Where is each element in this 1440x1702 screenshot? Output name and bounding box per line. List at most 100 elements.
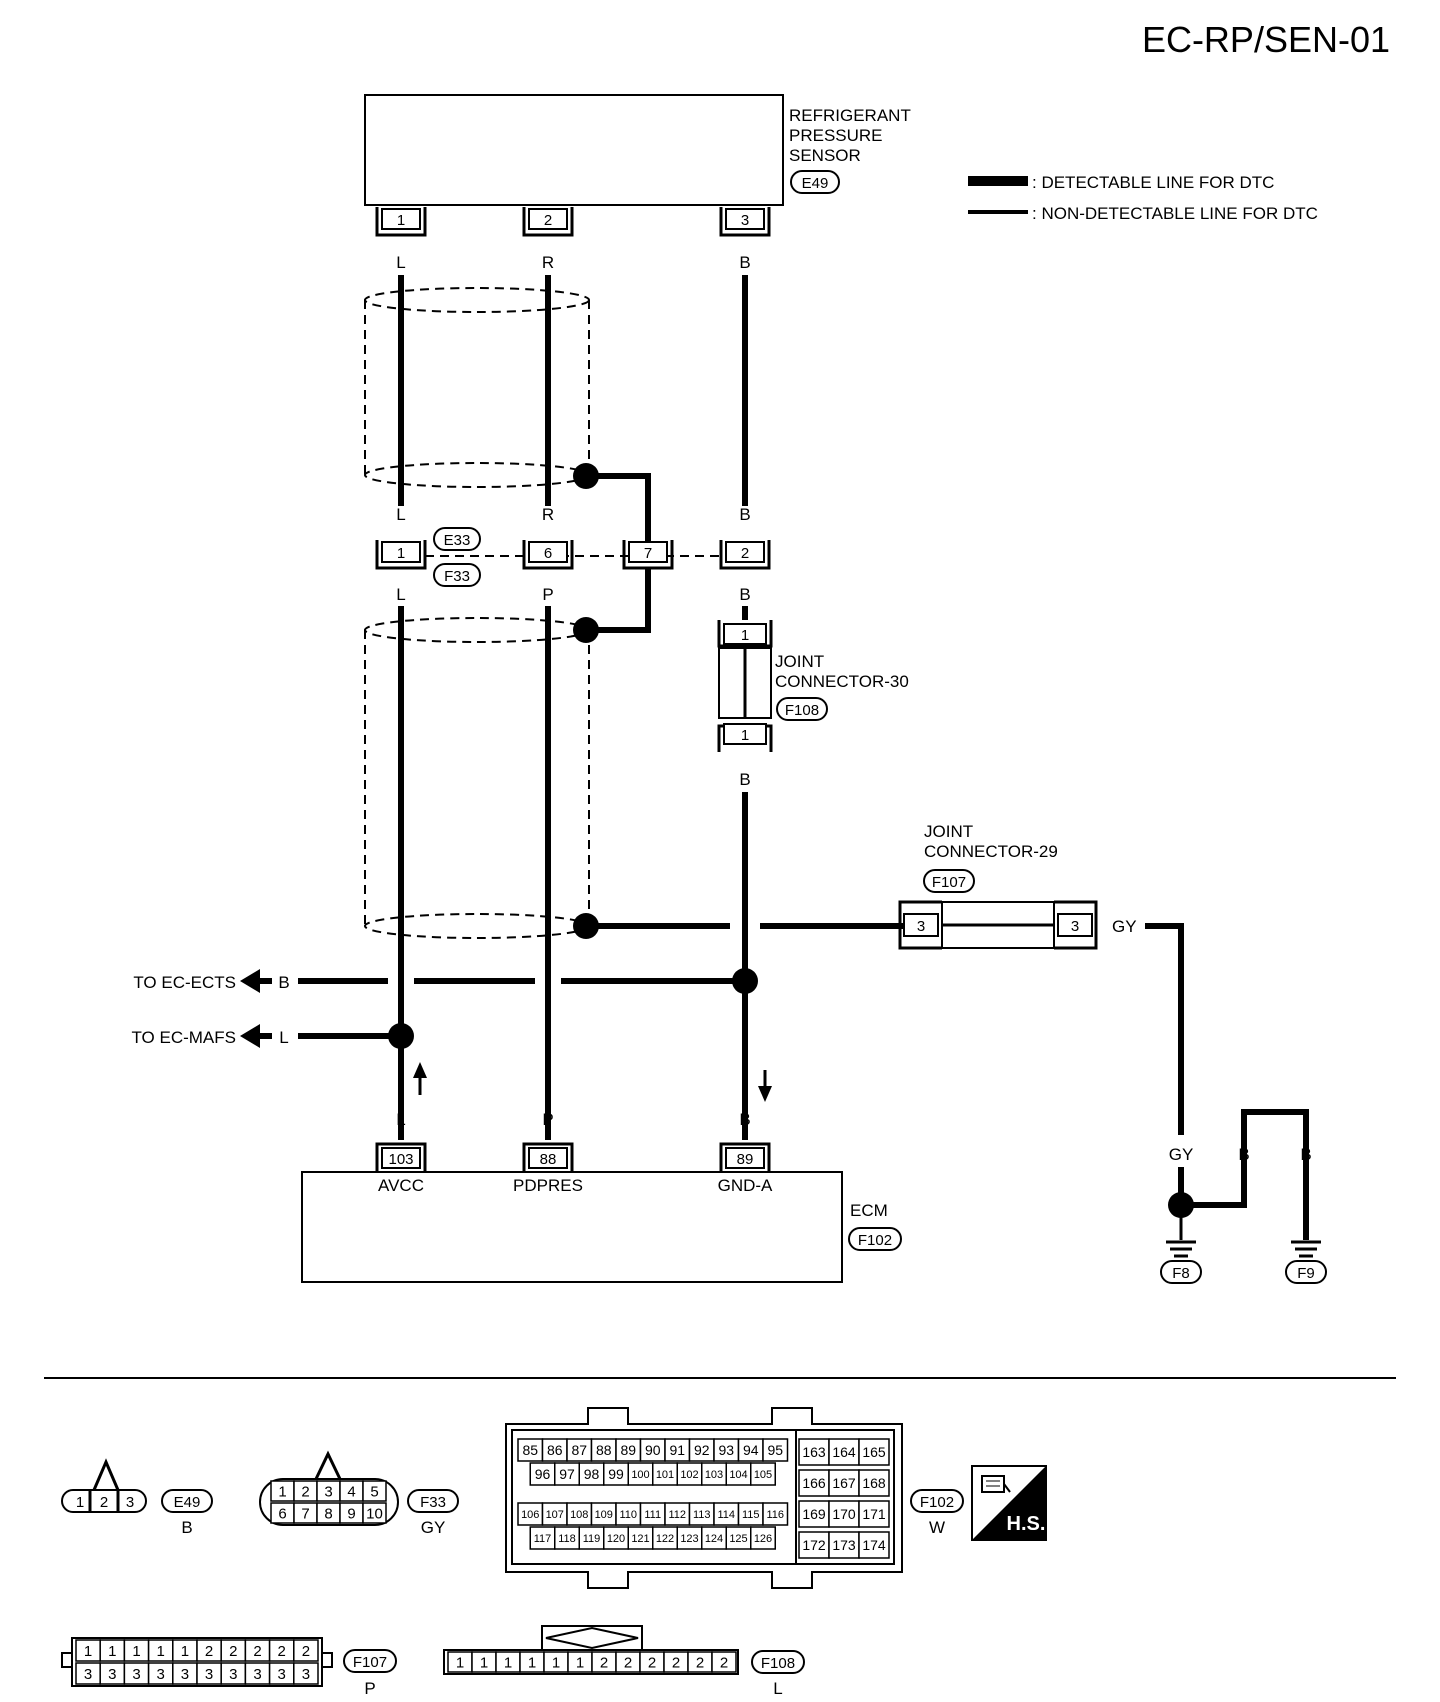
sensor-name-1: REFRIGERANT <box>789 106 911 125</box>
pin-cell: 90 <box>645 1442 661 1458</box>
pin-cell: 3 <box>205 1666 213 1683</box>
pin-cell: 87 <box>571 1442 587 1458</box>
pin-cell: 111 <box>644 1509 661 1521</box>
f107-view-id: F107 <box>353 1654 387 1671</box>
pin-cell: 170 <box>832 1506 856 1522</box>
pin-cell: 100 <box>631 1469 649 1481</box>
pin-cell: 2 <box>648 1654 656 1671</box>
ecm-wire-color-103: L <box>396 1110 405 1129</box>
junction-pin-1: 1 <box>375 540 427 570</box>
pin-cell: 163 <box>802 1444 826 1460</box>
svg-text:89: 89 <box>737 1151 754 1168</box>
ecm-pin-88: 88 <box>522 1142 574 1172</box>
pin-cell: 171 <box>862 1506 886 1522</box>
pin-cell: 86 <box>547 1442 563 1458</box>
pin-cell: 3 <box>181 1666 189 1683</box>
pin-cell: 1 <box>528 1654 536 1671</box>
ecm-terminal-gnda: GND-A <box>718 1176 773 1195</box>
pin-cell: 3 <box>108 1666 116 1683</box>
ecm-terminal-avcc: AVCC <box>378 1176 424 1195</box>
ecm-connector-id: F102 <box>858 1232 892 1249</box>
output-mafs-label: TO EC-MAFS <box>131 1028 236 1047</box>
pin-cell: 120 <box>607 1533 625 1545</box>
e33-wire-color-1: L <box>396 505 405 524</box>
f33-wire-color-3: B <box>739 585 750 604</box>
joint-connector-29: JOINT CONNECTOR-29 F107 3 3 <box>898 822 1098 950</box>
ground-label-f8: F8 <box>1172 1265 1190 1282</box>
pin-cell: 2 <box>672 1654 680 1671</box>
pin-cell: 103 <box>705 1469 723 1481</box>
pin-cell: 1 <box>157 1643 165 1660</box>
f102-view-color: W <box>929 1518 945 1537</box>
joint-29-name-1: JOINT <box>924 822 973 841</box>
page-title: EC-RP/SEN-01 <box>1142 19 1390 60</box>
pin-cell: 94 <box>743 1442 759 1458</box>
pin-cell: 92 <box>694 1442 710 1458</box>
pin-cell: 118 <box>558 1533 576 1545</box>
svg-text:3: 3 <box>1071 918 1079 935</box>
e33-wire-color-3: B <box>739 505 750 524</box>
pin-cell: 88 <box>596 1442 612 1458</box>
ground-label-f9: F9 <box>1297 1265 1315 1282</box>
pin-cell: 8 <box>324 1505 332 1522</box>
pin-cell: 2 <box>278 1643 286 1660</box>
svg-text:3: 3 <box>741 212 749 229</box>
pin-cell: 173 <box>832 1537 856 1553</box>
svg-text:88: 88 <box>540 1151 557 1168</box>
pin-cell: 4 <box>347 1483 355 1500</box>
svg-text:6: 6 <box>544 545 552 562</box>
ecm-terminal-pdpres: PDPRES <box>513 1176 583 1195</box>
ground-color-gy: GY <box>1169 1145 1194 1164</box>
hs-badge: H.S. <box>971 1465 1047 1541</box>
pin-cell: 3 <box>132 1666 140 1683</box>
svg-text:2: 2 <box>100 1494 108 1511</box>
e33-wire-color-2: R <box>542 505 554 524</box>
pin-cell: 9 <box>347 1505 355 1522</box>
pin-cell: 166 <box>802 1475 826 1491</box>
pin-cell: 114 <box>717 1509 735 1521</box>
connector-id-f33: F33 <box>444 568 470 585</box>
junction-pin-6: 6 <box>522 540 574 570</box>
junction-pin-2: 2 <box>719 540 771 570</box>
legend: : DETECTABLE LINE FOR DTC : NON-DETECTAB… <box>968 173 1318 223</box>
ecm-pin-89: 89 <box>719 1142 771 1172</box>
pin-cell: 6 <box>278 1505 286 1522</box>
output-ec-ects: TO EC-ECTS B <box>133 968 758 994</box>
legend-detectable: : DETECTABLE LINE FOR DTC <box>1032 173 1274 192</box>
pin-cell: 168 <box>862 1475 886 1491</box>
pin-cell: 98 <box>584 1466 600 1482</box>
pin-cell: 99 <box>608 1466 624 1482</box>
sensor-wire-color-3: B <box>739 253 750 272</box>
svg-text:7: 7 <box>644 545 652 562</box>
pin-cell: 1 <box>552 1654 560 1671</box>
svg-text:1: 1 <box>76 1494 84 1511</box>
f33-wire-color-2: P <box>542 585 553 604</box>
pin-cell: 113 <box>693 1509 711 1521</box>
pin-cell: 125 <box>729 1533 747 1545</box>
pin-cell: 1 <box>181 1643 189 1660</box>
sensor-pin-2: 2 <box>522 207 574 237</box>
pin-cell: 3 <box>253 1666 261 1683</box>
pin-cell: 104 <box>729 1469 747 1481</box>
pin-cell: 116 <box>766 1509 784 1521</box>
pin-cell: 2 <box>253 1643 261 1660</box>
pin-cell: 117 <box>534 1533 552 1545</box>
pin-cell: 1 <box>576 1654 584 1671</box>
arrow-down-icon <box>758 1070 772 1102</box>
joint-30-wire-color: B <box>739 770 750 789</box>
sensor-wire-color-1: L <box>396 253 405 272</box>
pin-cell: 122 <box>656 1533 674 1545</box>
joint-connector-30: 1 1 JOINT CONNECTOR-30 F108 <box>717 620 909 752</box>
pin-cell: 2 <box>720 1654 728 1671</box>
svg-text:3: 3 <box>126 1494 134 1511</box>
junction-pin-7: 7 <box>622 540 674 570</box>
pin-cell: 106 <box>521 1509 539 1521</box>
ecm: AVCC PDPRES GND-A ECM F102 <box>301 1171 902 1283</box>
svg-text:3: 3 <box>917 918 925 935</box>
e49-view-id: E49 <box>174 1494 201 1511</box>
pin-cell: 174 <box>862 1537 886 1553</box>
e49-view-color: B <box>181 1518 192 1537</box>
svg-text:1: 1 <box>397 212 405 229</box>
refrigerant-pressure-sensor: REFRIGERANT PRESSURE SENSOR E49 <box>364 94 911 206</box>
